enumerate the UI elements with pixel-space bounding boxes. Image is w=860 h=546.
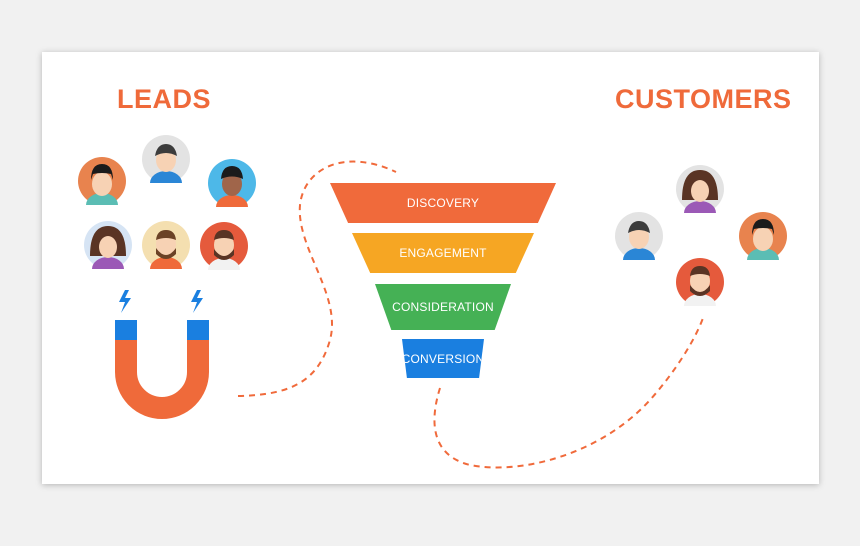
person-avatar-icon bbox=[208, 159, 256, 207]
person-avatar-icon bbox=[78, 157, 126, 205]
lightning-icon bbox=[119, 290, 131, 313]
dashed-path-funnel-to-customers bbox=[433, 317, 704, 469]
person-avatar-icon bbox=[84, 221, 132, 269]
customers-heading: CUSTOMERS bbox=[615, 84, 792, 114]
person-avatar-icon bbox=[676, 258, 724, 306]
funnel-stage-conversion: CONVERSION bbox=[402, 339, 484, 378]
person-avatar-icon bbox=[676, 165, 724, 213]
magnet-icon bbox=[115, 320, 209, 419]
dashed-path-magnet-to-funnel bbox=[237, 160, 397, 397]
person-avatar-icon bbox=[142, 135, 190, 183]
person-avatar-icon bbox=[142, 221, 190, 269]
leads-heading: LEADS bbox=[117, 84, 212, 114]
funnel-stage-engagement: ENGAGEMENT bbox=[352, 233, 534, 273]
person-avatar-icon bbox=[200, 222, 248, 270]
funnel-stage-discovery: DISCOVERY bbox=[330, 183, 556, 223]
person-avatar-icon bbox=[739, 212, 787, 260]
lightning-icon bbox=[191, 290, 203, 313]
funnel-stage-consideration: CONSIDERATION bbox=[375, 284, 511, 330]
person-avatar-icon bbox=[615, 212, 663, 260]
